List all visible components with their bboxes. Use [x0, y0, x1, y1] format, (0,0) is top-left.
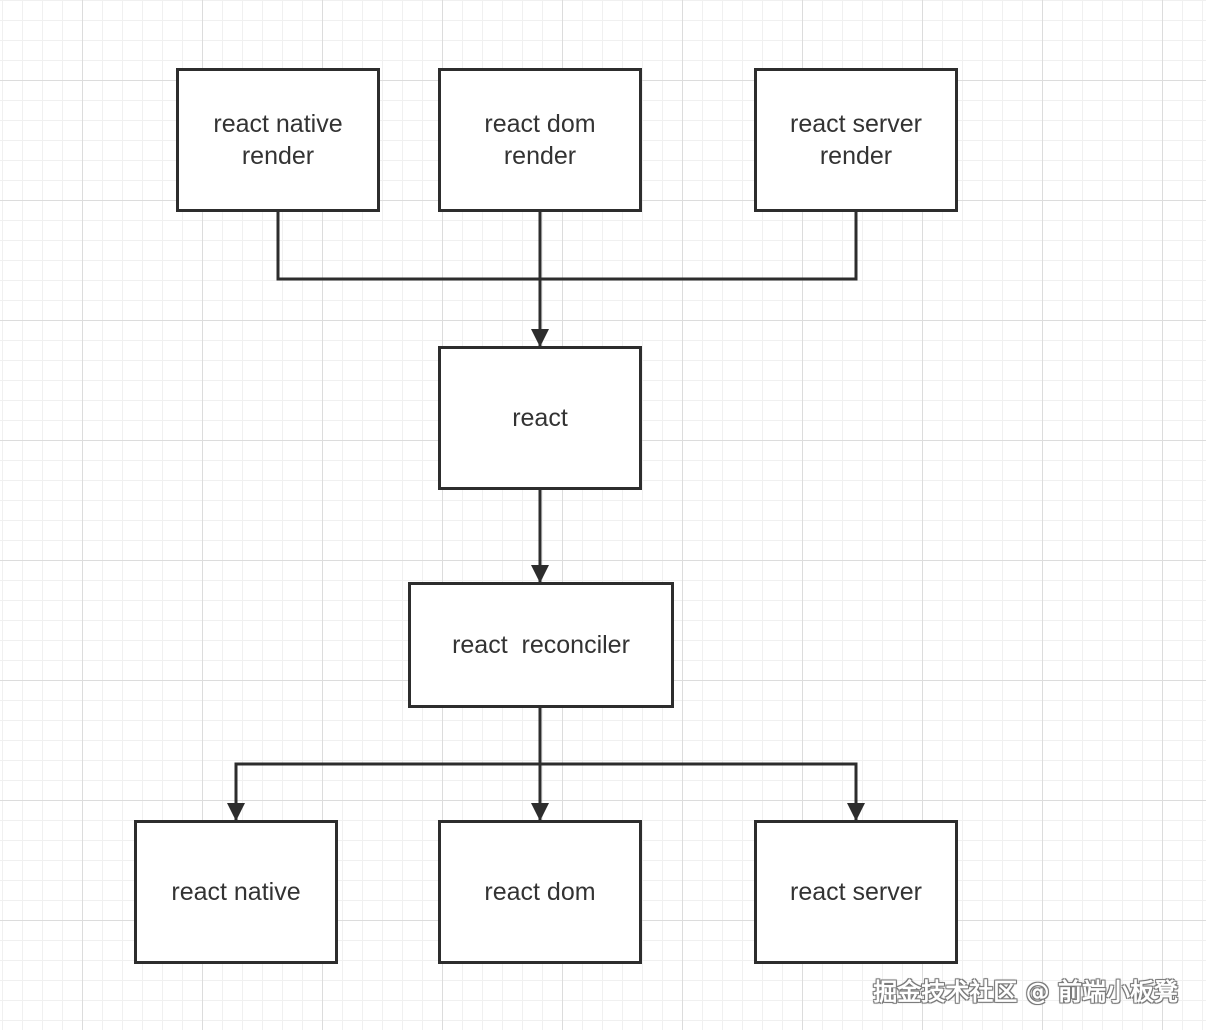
- edge-reconciler-to-rn: [227, 762, 540, 821]
- node-react-native-label: react native: [171, 878, 301, 906]
- node-react-native-render: react native render: [176, 68, 380, 212]
- node-react-label: react: [512, 404, 568, 432]
- edge-rn-render-to-react: [276, 210, 540, 281]
- node-react-dom-render: react dom render: [438, 68, 642, 212]
- node-react-native-render-label: react native render: [213, 110, 343, 170]
- node-react: react: [438, 346, 642, 490]
- node-react-reconciler-label: react reconciler: [452, 631, 630, 659]
- edge-server-render-to-react: [540, 210, 858, 281]
- node-react-reconciler: react reconciler: [408, 582, 674, 708]
- node-react-dom-render-label: react dom render: [484, 110, 596, 170]
- node-react-server-render: react server render: [754, 68, 958, 212]
- watermark: 掘金技术社区 @ 前端小板凳: [873, 978, 1178, 1006]
- node-react-server-label: react server: [790, 878, 922, 906]
- node-react-native: react native: [134, 820, 338, 964]
- node-react-dom: react dom: [438, 820, 642, 964]
- node-react-dom-label: react dom: [484, 878, 596, 906]
- node-react-server-render-label: react server render: [790, 110, 922, 170]
- edge-reconciler-to-server: [540, 762, 865, 821]
- node-react-server: react server: [754, 820, 958, 964]
